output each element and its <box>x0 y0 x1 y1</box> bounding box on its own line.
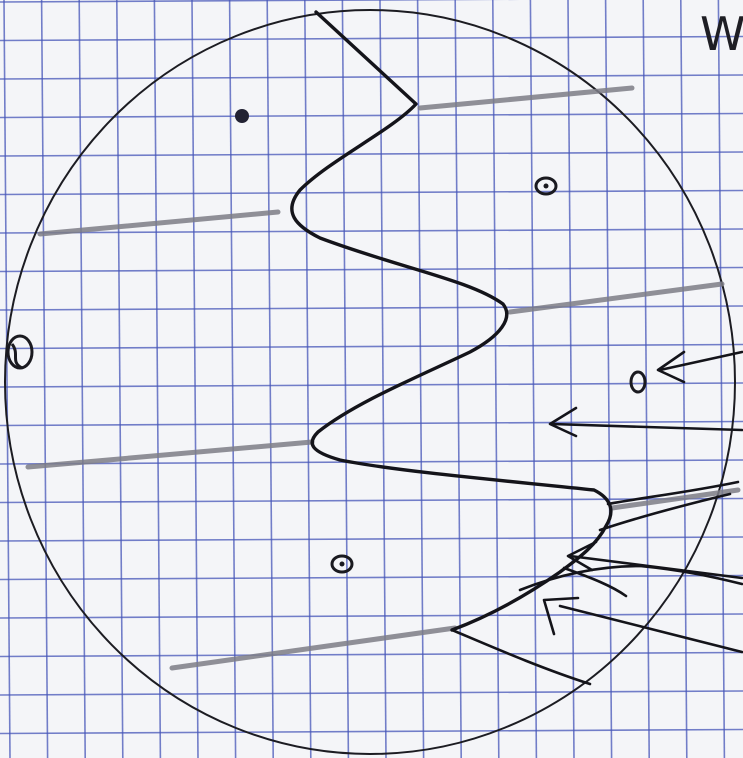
grid-line-horizontal-15 <box>0 576 743 580</box>
grid-line-horizontal-8 <box>0 306 743 310</box>
small-circle-mark <box>631 372 645 392</box>
grid-line-horizontal-16 <box>0 614 743 618</box>
small-circle-mark <box>332 556 352 572</box>
pencil-line-1 <box>420 88 632 108</box>
grid-line-vertical-1 <box>42 0 48 758</box>
grid-line-vertical-8 <box>305 0 311 758</box>
grid-line-vertical-2 <box>79 0 85 758</box>
pencil-line-6 <box>172 628 455 668</box>
grid-line-vertical-14 <box>530 0 536 758</box>
grid-line-horizontal-3 <box>0 114 743 118</box>
grid-line-horizontal-0 <box>0 0 743 2</box>
grid-line-vertical-6 <box>230 0 236 758</box>
grid-line-horizontal-9 <box>0 345 743 349</box>
grid-line-vertical-7 <box>267 0 273 758</box>
grid-line-horizontal-18 <box>0 691 743 695</box>
grid-line-vertical-11 <box>418 0 424 758</box>
grid-line-horizontal-5 <box>0 191 743 195</box>
grid-line-vertical-12 <box>455 0 461 758</box>
grid-line-vertical-5 <box>192 0 198 758</box>
arrow-icon <box>568 542 742 578</box>
corner-letter: W <box>700 7 743 61</box>
grid-line-vertical-4 <box>154 0 160 758</box>
grid-line-horizontal-4 <box>0 152 743 156</box>
pencil-line-3 <box>510 284 722 312</box>
grid-line-vertical-13 <box>493 0 499 758</box>
pencil-line-2 <box>40 212 278 234</box>
grid-line-horizontal-17 <box>0 653 743 657</box>
grid-line-horizontal-11 <box>0 422 743 426</box>
grid-line-vertical-10 <box>380 0 386 758</box>
edge-scribble-mark <box>8 336 32 368</box>
branch-line-5 <box>452 630 590 684</box>
grid-line-horizontal-2 <box>0 75 743 79</box>
dot-mark <box>235 109 249 123</box>
branch-line-4 <box>520 566 742 590</box>
arrow-icon <box>658 352 742 382</box>
grid-line-horizontal-1 <box>0 37 743 41</box>
grid-line-horizontal-14 <box>0 537 743 541</box>
grid-line-horizontal-7 <box>0 268 743 272</box>
grid-line-horizontal-19 <box>0 730 743 734</box>
